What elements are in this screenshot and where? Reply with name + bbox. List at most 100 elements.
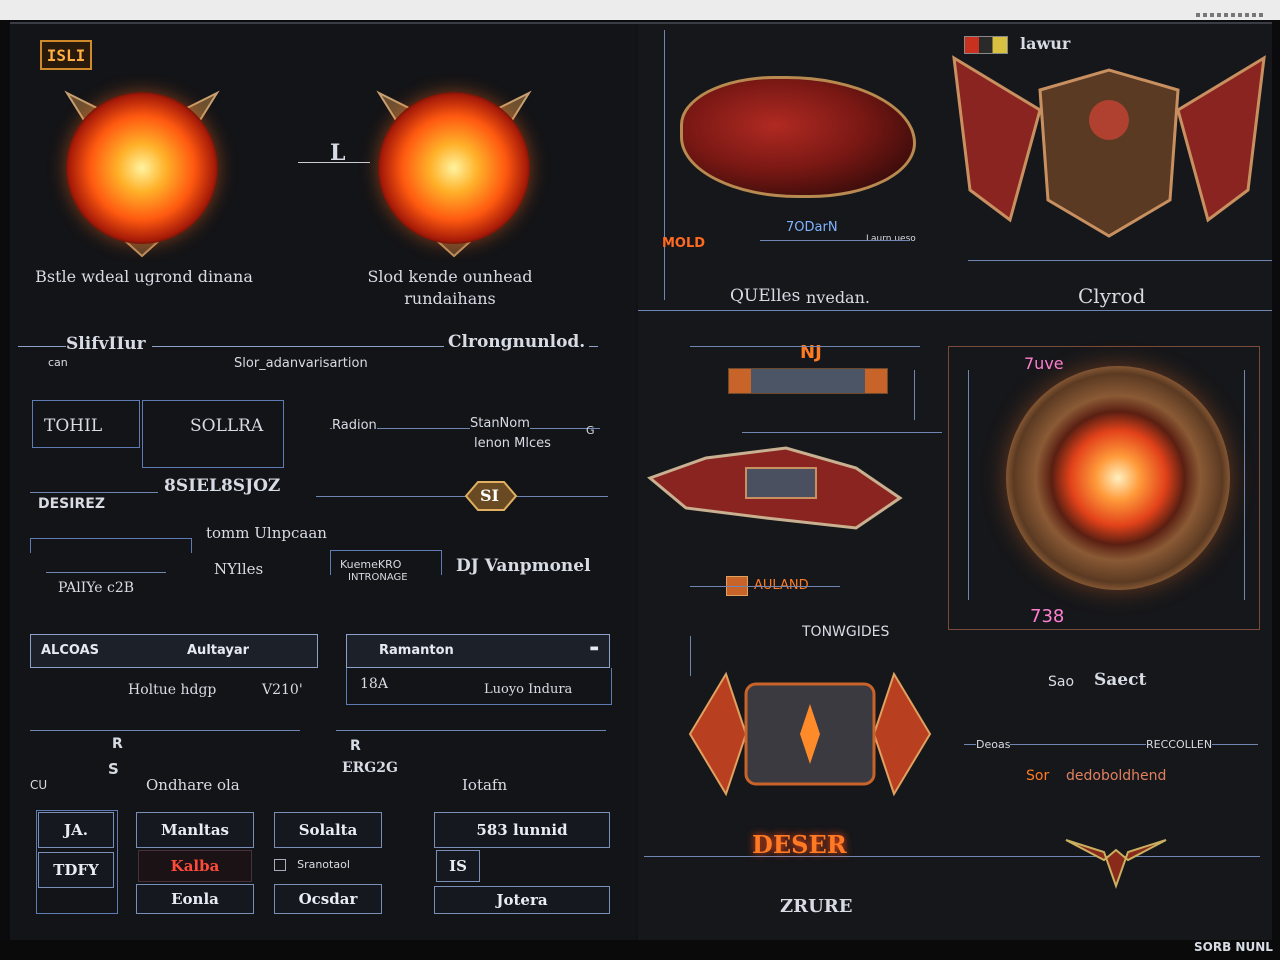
ocsdar-button[interactable]: Ocsdar bbox=[274, 884, 382, 914]
header-badge[interactable] bbox=[964, 36, 1008, 54]
slider-item[interactable] bbox=[728, 368, 888, 394]
bracket-box bbox=[30, 538, 192, 553]
jotera-button[interactable]: Jotera bbox=[434, 886, 610, 914]
nylles-label: NYlles bbox=[214, 560, 264, 578]
right-divider-h bbox=[638, 310, 1272, 311]
mold-tag[interactable]: MOLD bbox=[662, 232, 706, 268]
ring-guide-left bbox=[968, 370, 969, 600]
tdfy-button[interactable]: TDFY bbox=[38, 852, 114, 888]
mark-r: R bbox=[112, 736, 123, 752]
luoyo-label: Luoyo Indura bbox=[484, 682, 573, 697]
solalta-button[interactable]: Solalta bbox=[274, 812, 382, 848]
saect-label: Saect bbox=[1094, 670, 1147, 690]
row-line-a bbox=[30, 730, 300, 731]
mid-divider bbox=[298, 162, 370, 163]
helm-line bbox=[968, 260, 1272, 261]
manltas-button[interactable]: Manltas bbox=[136, 812, 254, 848]
nj-label: NJ bbox=[800, 342, 822, 363]
check-row[interactable]: Sranotaol bbox=[274, 854, 384, 872]
gauntlet-icon bbox=[647, 446, 903, 530]
clyrod-label: Clyrod bbox=[1078, 284, 1146, 308]
iotafn-label: Iotafn bbox=[462, 776, 508, 794]
nj-line bbox=[690, 346, 920, 347]
row1-left-small: can bbox=[48, 356, 68, 369]
top-strip bbox=[0, 0, 1280, 20]
kalba-button[interactable]: Kalba bbox=[138, 850, 252, 882]
tuve-label: 7uve bbox=[1024, 354, 1064, 373]
ramanton-bar-label: Ramanton bbox=[379, 643, 454, 658]
kuemekro-label: KuemeKRO bbox=[340, 558, 402, 571]
cu-label: CU bbox=[30, 778, 48, 792]
ja-button[interactable]: JA. bbox=[38, 812, 114, 848]
total-box[interactable] bbox=[32, 400, 140, 448]
lenon-label: lenon Mlces bbox=[474, 436, 551, 451]
app-logo[interactable]: ISLI bbox=[40, 40, 92, 70]
pauldron-item[interactable] bbox=[680, 76, 916, 198]
desirez-line bbox=[30, 492, 158, 493]
helm-icon bbox=[952, 55, 1266, 238]
738-label: 738 bbox=[1030, 606, 1065, 627]
ramanton-bar[interactable]: Ramanton ▬ bbox=[346, 634, 610, 668]
helm-item[interactable] bbox=[950, 50, 1268, 240]
row1-line bbox=[18, 346, 598, 347]
ring-guide-right bbox=[1244, 370, 1245, 600]
toarn-label: 7ODarN bbox=[786, 220, 838, 235]
orb1-caption: Bstle wdeal ugrond dinana bbox=[35, 267, 253, 286]
shield-badge[interactable]: SI bbox=[462, 480, 520, 512]
ring-item[interactable] bbox=[1006, 366, 1230, 590]
g-label: G bbox=[586, 424, 595, 437]
sor-label: Sor bbox=[1026, 768, 1050, 784]
emblem-item[interactable] bbox=[1064, 830, 1168, 890]
small-label-1: Laurn ueso bbox=[866, 234, 916, 244]
ring-panel[interactable] bbox=[948, 346, 1260, 630]
583-button[interactable]: 583 lunnid bbox=[434, 812, 610, 848]
slider-line bbox=[742, 432, 942, 433]
mark-r-2: R bbox=[350, 738, 361, 754]
check-label: Sranotaol bbox=[297, 858, 350, 871]
eonla-button[interactable]: Eonla bbox=[136, 884, 254, 914]
total-label: TOHIL bbox=[44, 416, 103, 436]
pause-line bbox=[46, 572, 166, 573]
radion-line bbox=[330, 428, 600, 429]
belt-icon bbox=[688, 671, 932, 797]
holtue-label: Holtue hdgp bbox=[128, 682, 217, 698]
alcoas-bar[interactable]: ALCOAS Aultayar bbox=[30, 634, 318, 668]
mold-tag-label: MOLD bbox=[662, 236, 706, 251]
emblem-icon bbox=[1065, 839, 1167, 890]
desirez-label: DESIREZ bbox=[38, 496, 105, 512]
quelles-label-2: nvedan. bbox=[806, 288, 870, 307]
fire-orb-2[interactable] bbox=[378, 92, 530, 244]
intronage-label: INTRONAGE bbox=[348, 572, 408, 583]
v210-label: V210' bbox=[262, 682, 303, 698]
reccollen-label: RECCOLLEN bbox=[1146, 738, 1213, 751]
fire-orb-1[interactable] bbox=[66, 92, 218, 244]
window-dots bbox=[1196, 13, 1266, 17]
bottom-line-right bbox=[644, 856, 1260, 857]
sub2-box[interactable] bbox=[346, 668, 612, 705]
shield-icon bbox=[464, 481, 518, 511]
ramanton-dropdown-icon: ▬ bbox=[589, 643, 599, 654]
sollra-box[interactable] bbox=[142, 400, 284, 468]
shield-line bbox=[316, 496, 608, 497]
app-logo-text: ISLI bbox=[46, 45, 86, 65]
tonbe-label: TONWGIDES bbox=[802, 624, 890, 640]
belt-item[interactable] bbox=[686, 664, 934, 804]
row1-right-label: Clrongnunlod. bbox=[444, 332, 590, 352]
row1-center-label: Slor_adanvarisartion bbox=[234, 356, 368, 371]
orb2-caption: Slod kende ounhead rundaihans bbox=[367, 267, 533, 308]
is-button[interactable]: IS bbox=[436, 850, 480, 882]
sollra-label: SOLLRA bbox=[190, 416, 264, 436]
gauntlet-item[interactable] bbox=[646, 438, 904, 538]
row1-left-label: SlifvIIur bbox=[66, 334, 152, 354]
row-line-b bbox=[336, 730, 606, 731]
stanlan-label: StanNom bbox=[470, 416, 530, 431]
tomm-label: tomm Ulnpcaan bbox=[206, 524, 327, 542]
fire-logo[interactable]: DESER bbox=[752, 830, 847, 859]
kuemekro-box bbox=[330, 550, 442, 575]
dedoboldhend-label: dedoboldhend bbox=[1066, 768, 1167, 784]
checkbox-icon[interactable] bbox=[274, 858, 286, 871]
18a-label: 18A bbox=[360, 676, 388, 692]
deoas-line bbox=[964, 744, 1258, 745]
belt-guide bbox=[690, 636, 691, 676]
dj-label: DJ Vanpmonel bbox=[456, 556, 591, 576]
